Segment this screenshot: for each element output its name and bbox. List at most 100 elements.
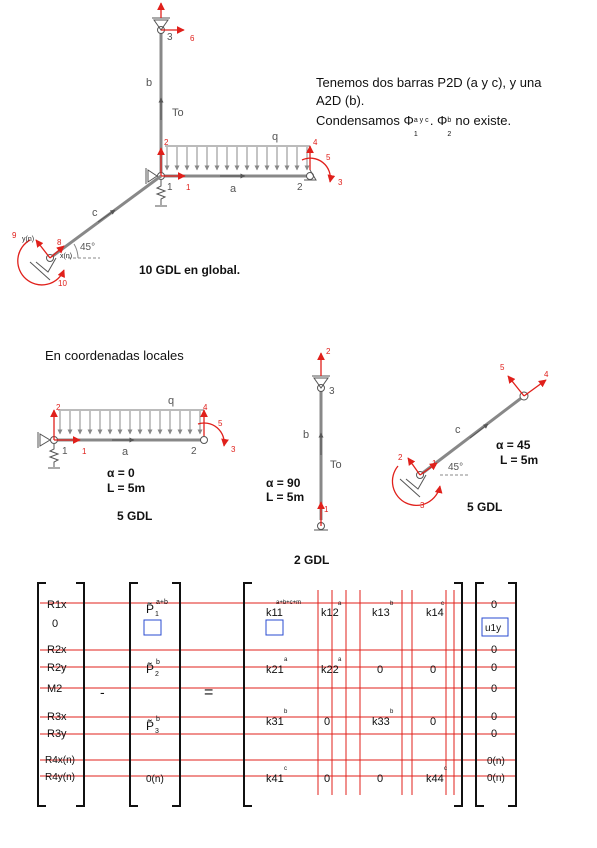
U-9: 0(n): [487, 773, 505, 784]
note-line-3-post: no existe.: [455, 113, 512, 128]
note-line-1: Tenemos dos barras P2D (a y c), y una: [316, 75, 542, 90]
P3: P̃: [146, 718, 154, 733]
R-zero: 0: [52, 618, 58, 630]
k24: 0: [430, 664, 436, 676]
U-7: 0: [491, 728, 497, 740]
node1-label: 1: [167, 182, 173, 193]
local-c-dof-4: 4: [544, 370, 549, 379]
label-To: To: [172, 107, 184, 119]
k42: 0: [324, 773, 330, 785]
k22: k22: [321, 664, 339, 676]
R-2y: R2y: [47, 662, 67, 674]
matrix-equation: R1x 0 R2x R2y M2 R3x R3y R4x(n) R4y(n) -…: [37, 582, 517, 807]
k11-sup: a+b+c+m: [276, 600, 301, 606]
k12: k12: [321, 607, 339, 619]
P3-sub: 3: [155, 728, 159, 735]
U-4: 0: [491, 662, 497, 674]
dof-5: 5: [326, 153, 331, 162]
U-1: 0: [491, 599, 497, 611]
R-4yn: R4y(n): [45, 772, 75, 783]
local-b-dof-1: 1: [324, 505, 329, 514]
note-sub-2: 2: [447, 131, 452, 138]
local-bar-b: b To 3 1 2: [303, 347, 342, 531]
local-c-dof-5: 5: [500, 363, 505, 372]
local-c-angle: 45°: [448, 462, 463, 473]
label-a: a: [230, 183, 237, 195]
local-c-alpha: α = 45: [496, 438, 531, 452]
local-a-alpha: α = 0: [107, 466, 135, 480]
P1-sup: a+b: [156, 599, 168, 606]
local-b-dof-2: 2: [326, 347, 331, 356]
local-bar-a: a q 1 2 1 2 3 4 5: [37, 395, 236, 469]
P2-sub: 2: [155, 671, 159, 678]
P4-zero: 0(n): [146, 774, 164, 785]
k13: k13: [372, 607, 390, 619]
local-a-node1: 1: [62, 446, 68, 457]
U-5: 0: [491, 683, 497, 695]
blue-box-u1y: [481, 617, 509, 637]
note-line-3-mid: . Φ: [429, 113, 448, 128]
k41-sup: c: [284, 766, 287, 772]
U-3: 0: [491, 644, 497, 656]
k14: k14: [426, 607, 444, 619]
local-c-dof-2: 2: [398, 453, 403, 462]
global-structure: b To a q c 45° 3 1 2 1 2 3 4 5 6 8 9 10 …: [12, 2, 343, 288]
k11: k11: [266, 607, 283, 619]
k33-sup: b: [390, 709, 394, 715]
P1: P̃: [146, 601, 154, 616]
node2-label: 2: [297, 182, 303, 193]
local-b-gdl: 2 GDL: [294, 553, 330, 567]
local-a-dof-1: 1: [82, 447, 87, 456]
note-sup-1: a y c: [413, 117, 429, 124]
note-sub-1: 1: [413, 131, 418, 138]
P2-sup: b: [156, 659, 160, 666]
dof-6: 6: [190, 34, 195, 43]
k13-sup: b: [390, 601, 394, 607]
minus-sign: -: [100, 684, 105, 700]
k43: 0: [377, 773, 383, 785]
equals-sign: =: [204, 684, 213, 701]
k23: 0: [377, 664, 383, 676]
label-xn: x(n): [60, 253, 72, 260]
label-yn: y(n): [22, 236, 34, 243]
local-a-dof-4: 4: [203, 403, 208, 412]
node3-label: 3: [167, 32, 173, 43]
R-2x: R2x: [47, 644, 67, 656]
local-a-dof-2: 2: [56, 403, 61, 412]
local-a-dof-5: 5: [218, 419, 223, 428]
k44-sup: c: [444, 766, 447, 772]
P2: P̃: [146, 661, 154, 676]
note-line-2: A2D (b).: [316, 93, 365, 108]
node2-support-icon: [301, 145, 336, 183]
R-4xn: R4x(n): [45, 755, 75, 766]
local-a-q: q: [168, 395, 174, 407]
local-c-length: L = 5m: [500, 453, 539, 467]
global-gdl: 10 GDL en global.: [139, 263, 241, 277]
dof-9: 9: [12, 231, 17, 240]
k44: k44: [426, 773, 444, 785]
local-b-node3: 3: [329, 386, 335, 397]
U-8: 0(n): [487, 756, 505, 767]
P1-sub: 1: [155, 611, 159, 618]
U-6: 0: [491, 711, 497, 723]
M-2: M2: [47, 683, 62, 695]
k31-sup: b: [284, 709, 288, 715]
local-b-alpha: α = 90: [266, 476, 301, 490]
label-q: q: [272, 131, 278, 143]
top-support-icon: [152, 2, 185, 34]
local-c-gdl: 5 GDL: [467, 500, 503, 514]
local-c-dof-3: 3: [420, 501, 425, 510]
dof-2: 2: [164, 138, 169, 147]
k21-sup: a: [284, 657, 288, 663]
local-b-To: To: [330, 459, 342, 471]
note-line-3-pre: Condensamos Φ: [316, 113, 414, 128]
local-a-length: L = 5m: [107, 481, 146, 495]
R-3x: R3x: [47, 711, 67, 723]
dof-3: 3: [338, 178, 343, 187]
label-b: b: [146, 77, 152, 89]
k34: 0: [430, 716, 436, 728]
k22-sup: a: [338, 657, 342, 663]
U-u1y: u1y: [485, 623, 501, 634]
